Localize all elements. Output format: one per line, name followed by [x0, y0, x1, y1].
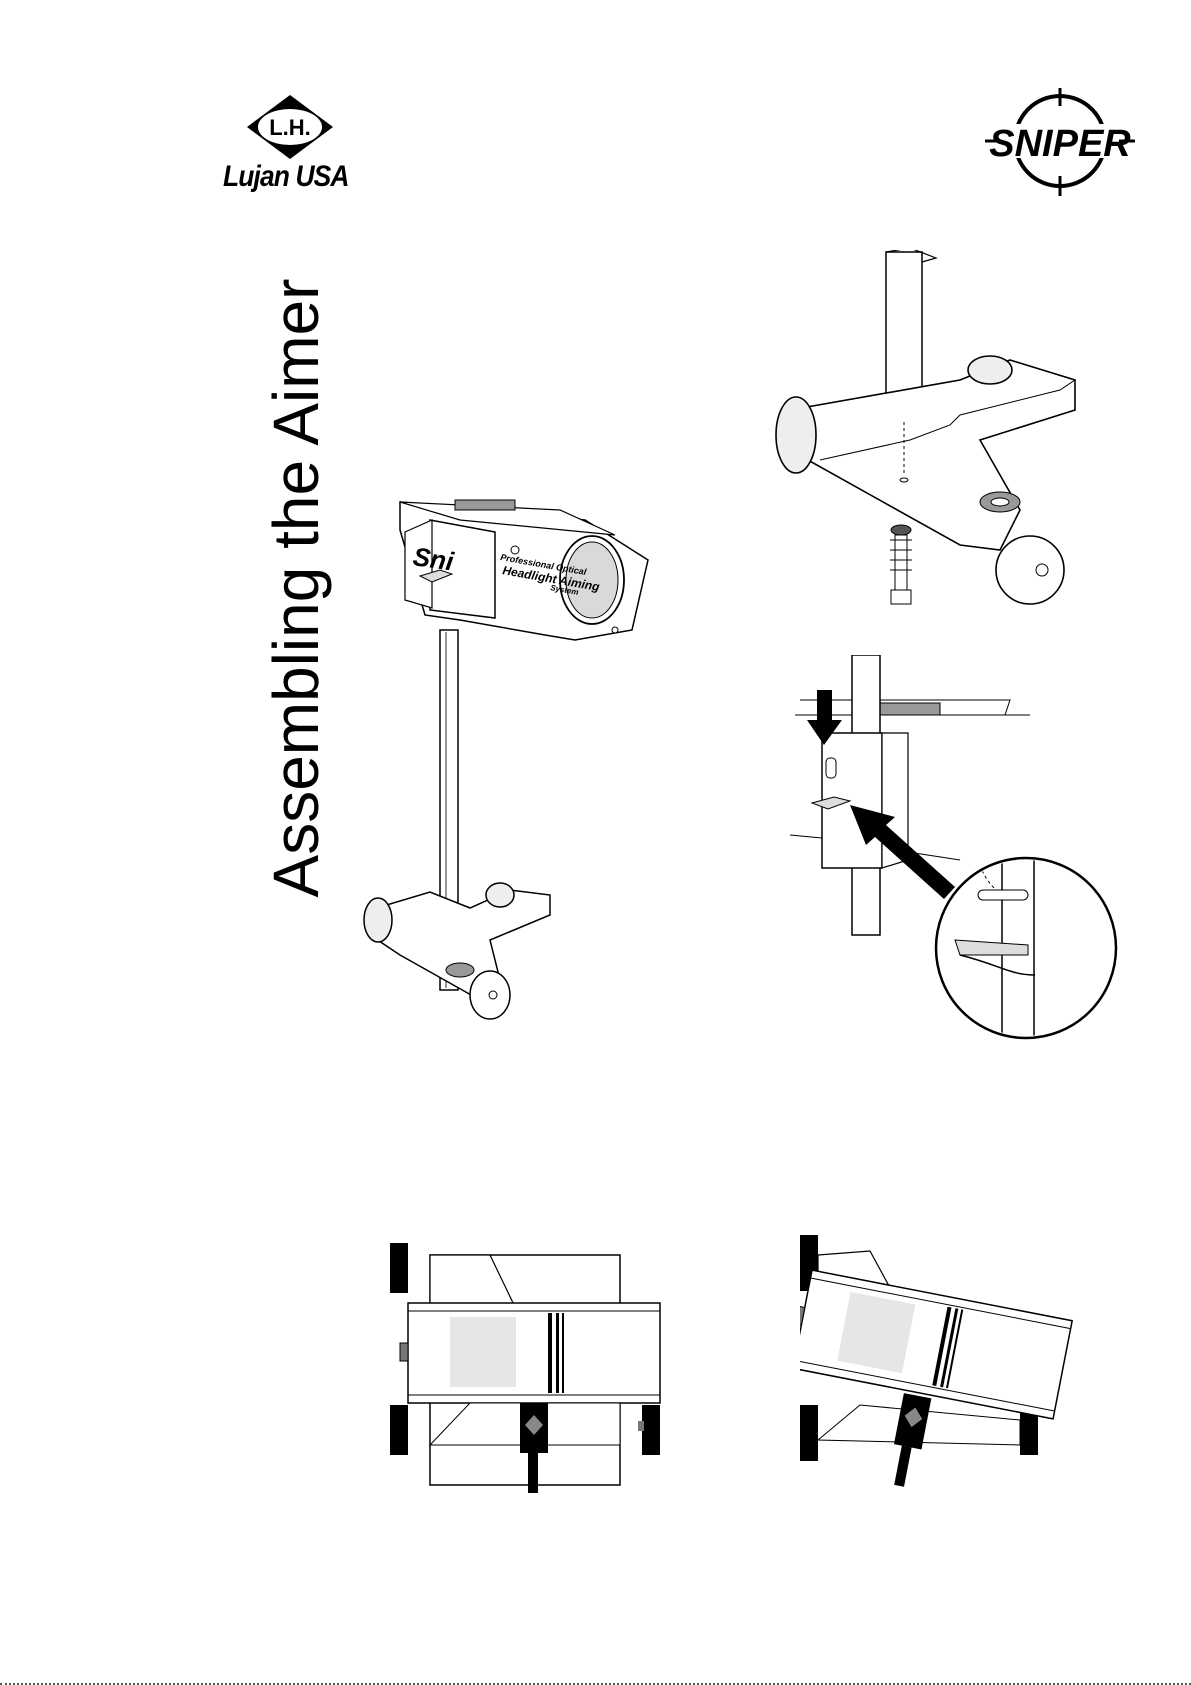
- assembled-aimer-illustration: Sni Professional Optical Headlight Aimin…: [360, 490, 660, 1080]
- front-left-wheel: [776, 397, 816, 473]
- aimer-top-view-body: [408, 1303, 660, 1403]
- magnified-bracket-detail: [936, 855, 1116, 1040]
- aimer-head: Sni Professional Optical Headlight Aimin…: [400, 500, 648, 640]
- aimer-tilted-body: [800, 1269, 1072, 1419]
- lujan-usa-logo: L.H. Lujan USA: [215, 92, 365, 202]
- page-title: Assembling the Aimer: [259, 279, 333, 898]
- sniper-crosshair-logo: SNIPER: [985, 88, 1135, 198]
- pole-insertion-illustration: [760, 250, 1080, 610]
- rear-wheel: [968, 356, 1012, 384]
- front-right-wheel: [996, 536, 1064, 604]
- top-view-level-illustration: [390, 1235, 680, 1495]
- aimer-logo-fragment: Sni: [411, 541, 456, 576]
- sniper-wordmark: SNIPER: [989, 123, 1131, 165]
- sniper-logo: SNIPER: [985, 88, 1135, 198]
- aimer-base: [364, 883, 550, 1019]
- lh-diamond-badge: L.H.: [215, 92, 365, 162]
- lh-badge-text: L.H.: [269, 115, 311, 140]
- bracket-detail-illustration: [790, 655, 1120, 1040]
- lujan-usa-text: Lujan USA: [223, 160, 349, 194]
- top-view-tilted-illustration: [800, 1235, 1090, 1495]
